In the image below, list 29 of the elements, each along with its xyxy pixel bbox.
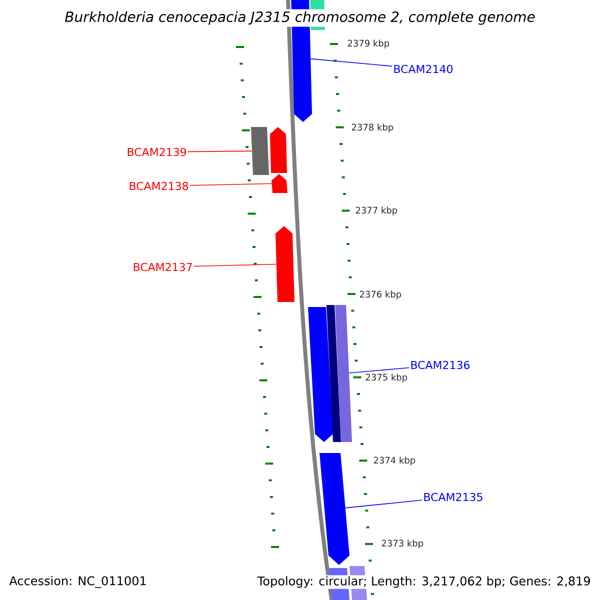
gene-feature	[276, 226, 294, 302]
gene-feature	[272, 174, 288, 193]
leader-line	[344, 500, 422, 508]
gene-label: BCAM2136	[411, 360, 470, 370]
leader-line	[188, 150, 252, 152]
scale-label: 2379 kbp	[348, 40, 390, 48]
gene-box	[326, 305, 341, 442]
title: Burkholderia cenocepacia J2315 chromosome 2, complete genome	[62, 9, 538, 27]
gene-feature	[308, 307, 333, 442]
leader-line	[194, 264, 277, 267]
gene-label: BCAM2140	[394, 64, 452, 74]
scale-label: 2376 kbp	[360, 290, 402, 300]
gene-feature	[320, 453, 350, 565]
scale-label: 2378 kbp	[352, 124, 394, 132]
gene-label: BCAM2139	[128, 148, 186, 156]
gene-box	[335, 305, 352, 442]
leader-line	[310, 58, 392, 67]
leader-line	[348, 367, 410, 374]
leader-line	[190, 183, 272, 186]
scale-label: 2374 kbp	[374, 456, 416, 466]
scale-label: 2373 kbp	[382, 540, 424, 548]
gene-label: BCAM2135	[424, 492, 482, 502]
gene-label: BCAM2138	[130, 182, 188, 190]
gene-box	[251, 127, 269, 175]
accession-text: Accession: NC_011001	[8, 575, 148, 589]
scale-label: 2377 kbp	[356, 206, 398, 216]
scale-label: 2375 kbp	[366, 374, 408, 382]
gene-label: BCAM2137	[134, 262, 192, 272]
genome-summary: Topology: circular; Length: 3,217,062 bp; Genes: 2,819	[256, 575, 592, 589]
